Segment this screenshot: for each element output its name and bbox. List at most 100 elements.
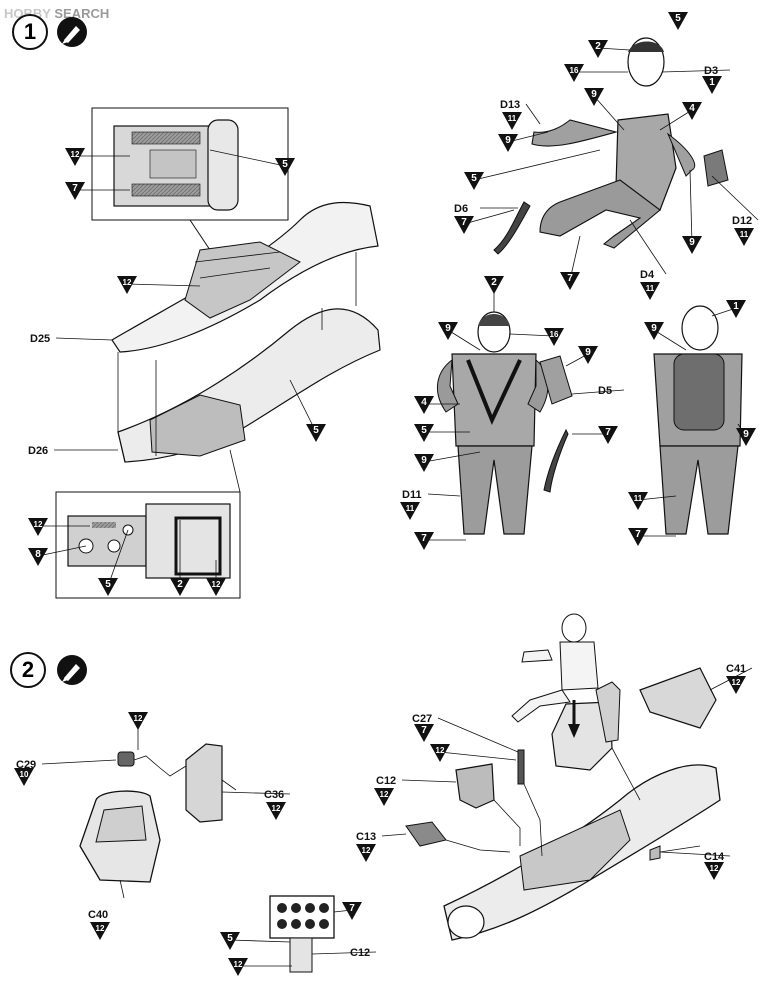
leader-line: [439, 751, 517, 761]
color-number: 12: [212, 580, 221, 589]
leader-line: [659, 851, 731, 857]
part-label-c14: C14: [704, 851, 725, 863]
leader-line: [473, 149, 601, 181]
triangle-marker-icon: 11: [628, 492, 648, 510]
color-number: 5: [227, 933, 233, 944]
triangle-marker-icon: 5: [668, 12, 688, 30]
triangle-marker-icon: 5: [220, 932, 240, 950]
cockpit-tub-lower: [117, 308, 381, 463]
leader-line: [209, 149, 286, 167]
step-1-header: 1: [12, 14, 87, 50]
triangle-marker-icon: 10: [14, 768, 34, 786]
triangle-marker-icon: 12: [117, 276, 137, 294]
triangle-marker-icon: 7: [414, 724, 434, 742]
color-number: 12: [96, 924, 105, 933]
triangle-marker-icon: 7: [598, 426, 618, 444]
part-label-c41: C41: [726, 663, 746, 675]
part-label-d6: D6: [454, 203, 468, 215]
leader-line: [221, 791, 291, 795]
leader-line: [447, 329, 481, 351]
standing-pilot-back-figure: [653, 305, 743, 535]
assembly-lines-step1: [117, 252, 357, 493]
color-number: 7: [421, 533, 427, 544]
color-number: 16: [550, 330, 559, 339]
color-number: 7: [72, 183, 78, 194]
standing-pilot-front-figure: [436, 311, 573, 535]
triangle-marker-icon: 5: [306, 424, 326, 442]
part-label-d3: D3: [704, 65, 718, 77]
triangle-marker-icon: 4: [682, 102, 702, 120]
color-number: 9: [743, 429, 749, 440]
triangle-marker-icon: 12: [726, 676, 746, 694]
leader-line: [507, 131, 549, 143]
step-number: 1: [24, 19, 36, 44]
leader-line: [229, 939, 291, 943]
color-number: 1: [709, 77, 715, 88]
leader-line: [653, 329, 687, 351]
leader-line: [637, 495, 677, 501]
leader-line: [509, 333, 555, 337]
color-number: 12: [436, 746, 445, 755]
triangle-marker-icon: 12: [28, 518, 48, 536]
triangle-marker-icon: 1: [726, 300, 746, 318]
part-label-d26: D26: [28, 445, 48, 457]
color-number: 7: [605, 427, 611, 438]
leader-line: [659, 109, 693, 131]
triangle-marker-icon: 5: [98, 578, 118, 596]
color-number: 5: [313, 425, 319, 436]
leader-line: [689, 169, 693, 245]
color-number: 11: [740, 230, 749, 239]
seat-bucket-c40: [79, 790, 161, 883]
color-number: 5: [105, 579, 111, 590]
triangle-marker-icon: 2: [484, 276, 504, 294]
triangle-marker-icon: 11: [502, 112, 522, 130]
triangle-marker-icon: 1: [702, 76, 722, 94]
color-number: 9: [445, 323, 451, 334]
part-label-c12a: C12: [350, 947, 370, 959]
part-label-d4: D4: [640, 269, 655, 281]
color-number: 10: [20, 770, 29, 779]
seat-back-c36: [185, 743, 223, 823]
part-label-d5: D5: [598, 385, 612, 397]
triangle-marker-icon: 8: [28, 548, 48, 566]
triangle-marker-icon: 12: [128, 712, 148, 730]
triangle-marker-icon: 2: [588, 40, 608, 58]
part-label-d12: D12: [732, 215, 752, 227]
triangle-marker-icon: 12: [374, 788, 394, 806]
triangle-marker-icon: 11: [400, 502, 420, 520]
triangle-marker-icon: 9: [682, 236, 702, 254]
triangle-marker-icon: 7: [342, 902, 362, 920]
part-label-d25: D25: [30, 333, 50, 345]
part-label-c40: C40: [88, 909, 108, 921]
triangle-marker-icon: 7: [414, 532, 434, 550]
part-labels: D25D26D3D13D6D12D4D5D11C29C36C40C12C41C2…: [16, 65, 752, 959]
color-number: 7: [635, 529, 641, 540]
leader-line: [41, 759, 117, 765]
headrest-c29: [117, 751, 135, 767]
triangle-marker-icon: 9: [498, 134, 518, 152]
leader-line: [401, 779, 457, 783]
cockpit-tub-upper: [111, 201, 379, 353]
leader-line: [525, 103, 541, 125]
triangle-marker-icon: 4: [414, 396, 434, 414]
instrument-panel-c12-decal: [269, 895, 335, 973]
triangle-marker-icon: 7: [628, 528, 648, 546]
triangle-marker-icon: 9: [584, 88, 604, 106]
triangle-marker-icon: 9: [578, 346, 598, 364]
color-number: 12: [234, 960, 243, 969]
triangle-marker-icon: 7: [65, 182, 85, 200]
triangle-marker-icon: 12: [90, 922, 110, 940]
seated-pilot-figure: [493, 37, 729, 255]
triangle-marker-icon: 5: [464, 172, 484, 190]
cockpit-tub-assembled: [443, 764, 721, 941]
triangle-marker-icon: 12: [228, 958, 248, 976]
part-label-d13: D13: [500, 99, 520, 111]
color-number: 16: [570, 66, 579, 75]
leader-line: [289, 379, 317, 433]
color-number: 11: [646, 284, 655, 293]
throttle-c13: [405, 821, 447, 847]
color-number: 5: [675, 13, 681, 24]
color-number: 9: [505, 135, 511, 146]
part-label-c29: C29: [16, 759, 36, 771]
